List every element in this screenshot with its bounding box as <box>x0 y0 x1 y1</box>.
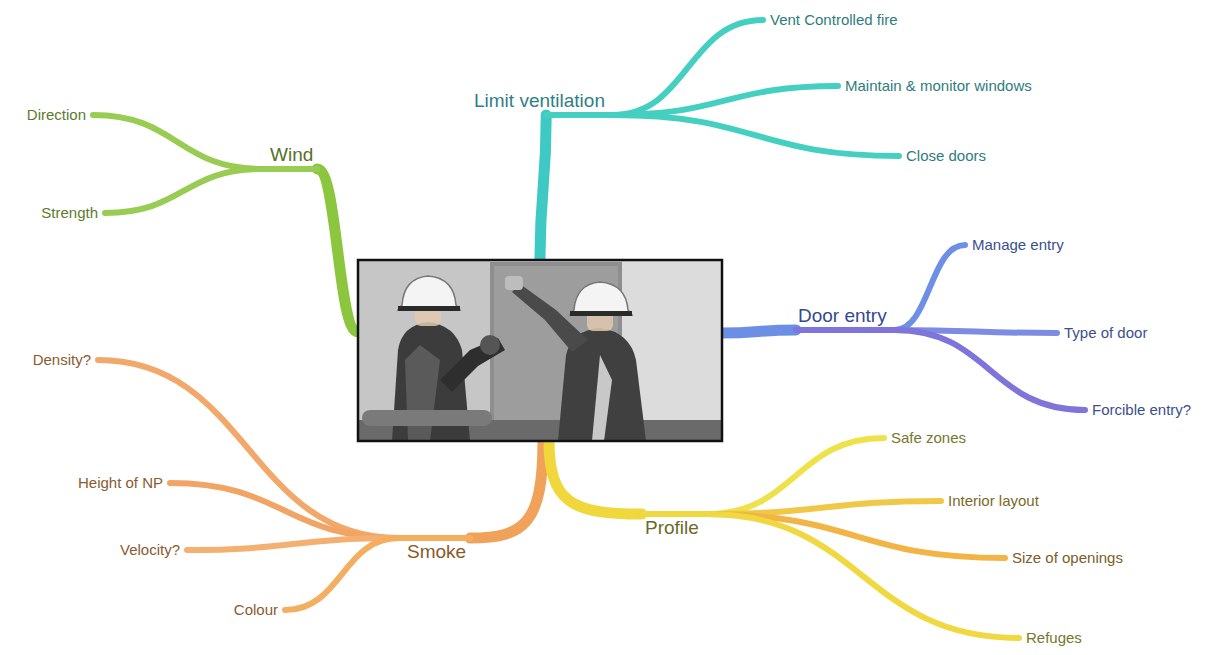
topic-text: Profile <box>645 517 699 539</box>
sub-topic: Close doors <box>904 147 988 164</box>
topic-text: Vent Controlled fire <box>770 11 898 28</box>
topic-text: Door entry <box>798 305 887 327</box>
branch-connector <box>93 115 317 169</box>
branch-trunk <box>470 440 543 538</box>
topic-text: Smoke <box>407 541 466 563</box>
topic-text: Manage entry <box>972 236 1064 253</box>
sub-topic: Density? <box>31 351 93 368</box>
branch-trunk <box>721 330 796 333</box>
main-topic: Profile <box>643 517 701 539</box>
main-topic: Smoke <box>405 541 468 563</box>
sub-topic: Forcible entry? <box>1090 401 1193 418</box>
topic-text: Interior layout <box>948 492 1039 509</box>
branch-connector <box>285 538 470 610</box>
branch-trunk <box>317 169 358 332</box>
sub-topic: Strength <box>39 204 100 221</box>
topic-text: Close doors <box>906 147 986 164</box>
branch-connector <box>796 245 965 330</box>
sub-topic: Type of door <box>1062 324 1149 341</box>
branch-connector <box>546 115 899 156</box>
branch-connector <box>642 514 1019 638</box>
branch-connector <box>105 169 317 213</box>
topic-text: Velocity? <box>120 541 180 558</box>
sub-topic: Height of NP <box>76 474 165 491</box>
topic-text: Size of openings <box>1012 549 1123 566</box>
sub-topic: Maintain & monitor windows <box>843 77 1034 94</box>
branch-connector <box>796 330 1085 410</box>
topic-text: Type of door <box>1064 324 1147 341</box>
sub-topic: Safe zones <box>889 429 968 446</box>
branch-trunk <box>549 440 642 514</box>
topic-text: Direction <box>27 106 86 123</box>
sub-topic: Interior layout <box>946 492 1041 509</box>
topic-text: Maintain & monitor windows <box>845 77 1032 94</box>
sub-topic: Size of openings <box>1010 549 1125 566</box>
sub-topic: Refuges <box>1024 629 1084 646</box>
sub-topic: Colour <box>232 601 280 618</box>
topic-text: Limit ventilation <box>474 90 605 112</box>
topic-text: Forcible entry? <box>1092 401 1191 418</box>
topic-text: Colour <box>234 601 278 618</box>
main-topic: Wind <box>268 144 315 166</box>
main-topic: Limit ventilation <box>472 90 607 112</box>
sub-topic: Vent Controlled fire <box>768 11 900 28</box>
topic-text: Strength <box>41 204 98 221</box>
main-topic: Door entry <box>796 305 889 327</box>
sub-topic: Direction <box>25 106 88 123</box>
sub-topic: Velocity? <box>118 541 182 558</box>
photo-scene <box>358 260 722 441</box>
branch-connector <box>642 514 1005 558</box>
branch-trunk <box>540 115 546 261</box>
topic-text: Refuges <box>1026 629 1082 646</box>
branch-connector <box>170 483 470 538</box>
sub-topic: Manage entry <box>970 236 1066 253</box>
topic-text: Density? <box>33 351 91 368</box>
photo-frame <box>358 260 722 441</box>
branch-connector <box>98 360 470 538</box>
topic-text: Wind <box>270 144 313 166</box>
topic-text: Safe zones <box>891 429 966 446</box>
topic-text: Height of NP <box>78 474 163 491</box>
